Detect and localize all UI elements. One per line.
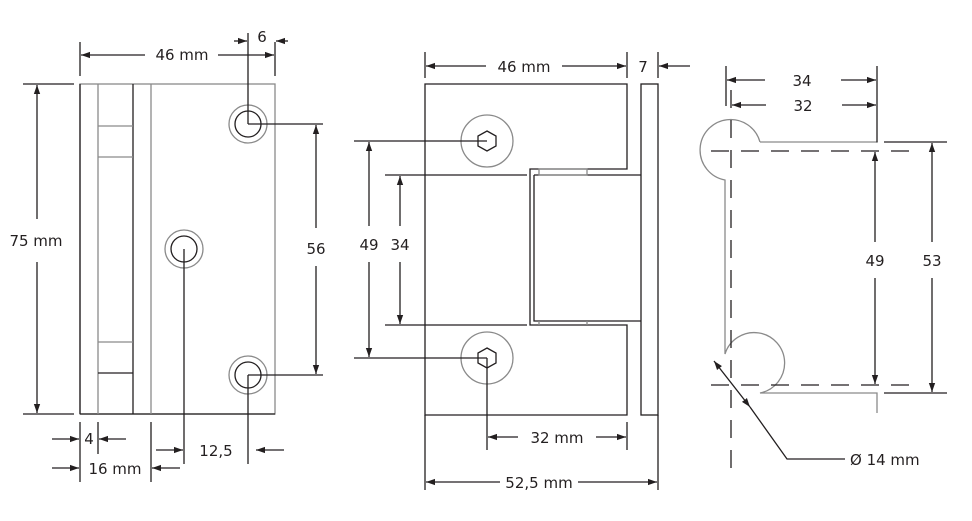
cutout-height-label: 34 (390, 236, 409, 254)
front-view: 46 mm 6 75 mm 56 4 16 mm 12,5 (9, 28, 326, 482)
screw-spacing-label: 49 (359, 236, 378, 254)
hole-offset-label: 6 (257, 28, 267, 46)
outer-height-label: 53 (922, 252, 941, 270)
hinge-body (533, 175, 641, 322)
front-height-label: 75 mm (9, 232, 62, 250)
side-width-label: 46 mm (497, 58, 550, 76)
leaf-thickness-label: 7 (638, 58, 648, 76)
inner-width-label: 32 (793, 97, 812, 115)
inner-height-label: 49 (865, 252, 884, 270)
cutout-outline (699, 118, 878, 413)
glass-cutout-view: 34 32 49 53 Ø 14 mm (699, 66, 947, 470)
screw-to-edge-label: 32 mm (530, 429, 583, 447)
edge-offset-label: 4 (84, 430, 94, 448)
front-width-label: 46 mm (155, 46, 208, 64)
hinge-pin-top (538, 168, 588, 176)
knuckle-width-label: 16 mm (88, 460, 141, 478)
outer-width-label: 34 (792, 72, 811, 90)
side-plate-outline (424, 83, 628, 416)
side-view: 46 mm 7 49 34 32 mm 52,5 mm (354, 52, 690, 492)
hole-spacing-label: 56 (306, 240, 325, 258)
glass-clamp-leaf (640, 83, 659, 416)
diameter-arrow (713, 360, 751, 408)
front-plate-outline (79, 83, 276, 415)
center-hole-offset-label: 12,5 (199, 442, 232, 460)
total-width-label: 52,5 mm (505, 474, 572, 492)
radius-label: Ø 14 mm (850, 451, 920, 469)
